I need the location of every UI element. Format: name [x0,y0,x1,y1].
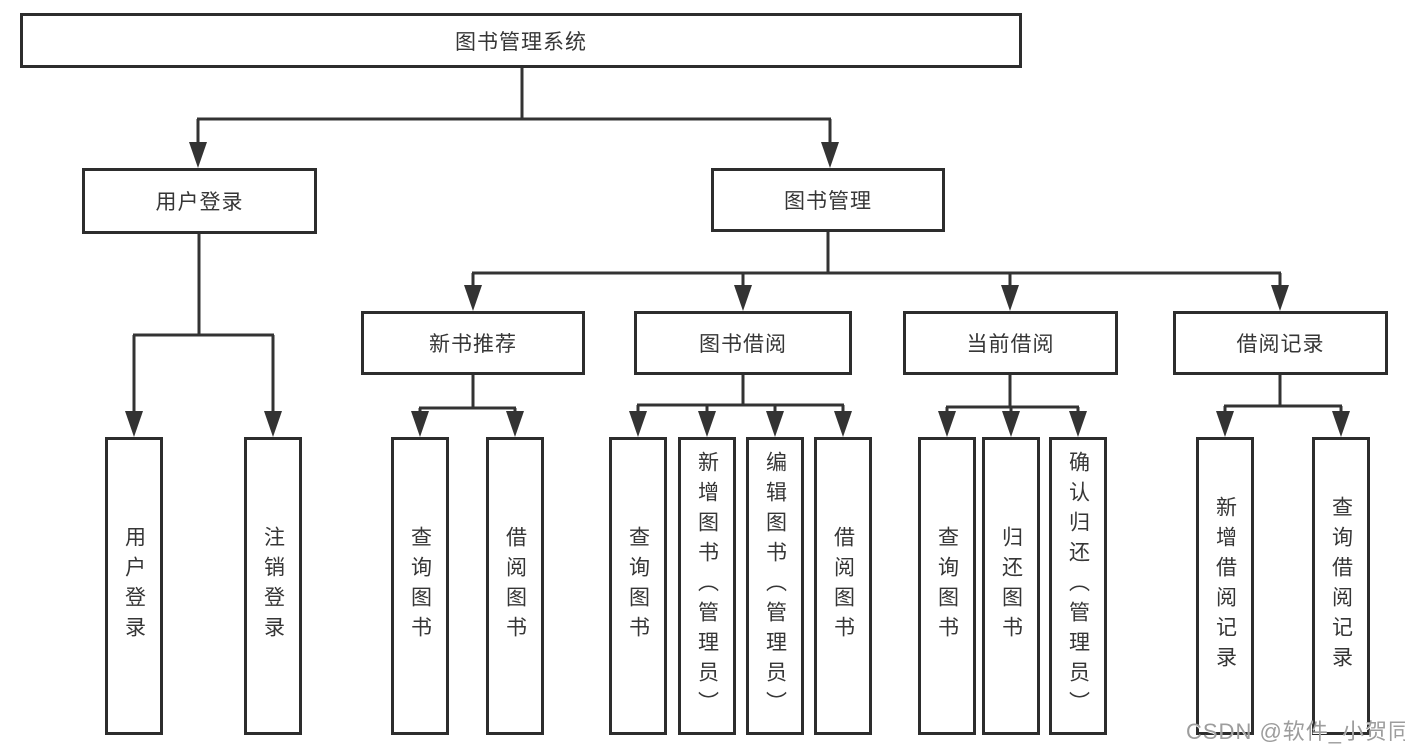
node-label: 借阅图书 [503,526,527,646]
arrow-down-icon [125,411,143,437]
node-label: 当前借阅 [966,333,1055,356]
node-leaf-borrow-books-1: 借阅图书 [486,437,544,735]
arrow-down-icon [1002,411,1020,437]
node-label: 查询借阅记录 [1329,496,1353,676]
node-leaf-query-borrow-record: 查询借阅记录 [1312,437,1370,735]
arrow-down-icon [1069,411,1087,437]
tree-edges [132,68,1343,416]
node-library-management-system: 图书管理系统 [20,13,1022,68]
node-label: 查询图书 [626,526,650,646]
node-leaf-logout: 注销登录 [244,437,302,735]
arrow-down-icon [411,411,429,437]
node-leaf-return-book: 归还图书 [982,437,1040,735]
arrow-down-icon [1332,411,1350,437]
node-label: 借阅图书 [831,526,855,646]
node-leaf-query-books-3: 查询图书 [918,437,976,735]
node-book-management: 图书管理 [711,168,945,232]
node-leaf-add-borrow-record: 新增借阅记录 [1196,437,1254,735]
arrowheads [125,142,1350,437]
csdn-watermark: CSDN @软件_小贺同学 [1186,719,1405,744]
node-label: 查询图书 [408,526,432,646]
node-current-borrowing: 当前借阅 [903,311,1118,375]
node-leaf-confirm-return-admin: 确认归还（管理员） [1049,437,1107,735]
node-leaf-edit-book-admin: 编辑图书（管理员） [746,437,804,735]
node-label: 新增借阅记录 [1213,496,1237,676]
node-label: 查询图书 [935,526,959,646]
node-label: 注销登录 [261,526,285,646]
node-book-borrowing: 图书借阅 [634,311,852,375]
arrow-down-icon [1001,285,1019,311]
node-leaf-add-book-admin: 新增图书（管理员） [678,437,736,735]
node-label: 归还图书 [999,526,1023,646]
arrow-down-icon [821,142,839,168]
node-label: 图书管理 [784,190,872,213]
node-leaf-borrow-books-2: 借阅图书 [814,437,872,735]
node-label: 图书借阅 [699,333,787,356]
arrow-down-icon [189,142,207,168]
arrow-down-icon [698,411,716,437]
arrow-down-icon [834,411,852,437]
node-label: 确认归还（管理员） [1066,451,1090,721]
node-label: 新增图书（管理员） [695,451,719,721]
arrow-down-icon [1271,285,1289,311]
arrow-down-icon [938,411,956,437]
node-leaf-query-books-2: 查询图书 [609,437,667,735]
arrow-down-icon [264,411,282,437]
node-label: 图书管理系统 [455,30,587,54]
node-leaf-user-login: 用户登录 [105,437,163,735]
arrow-down-icon [629,411,647,437]
node-borrow-records: 借阅记录 [1173,311,1388,375]
node-label: 用户登录 [122,526,146,646]
node-label: 用户登录 [155,191,244,214]
arrow-down-icon [464,285,482,311]
node-user-login: 用户登录 [82,168,317,234]
arrow-down-icon [1216,411,1234,437]
node-label: 新书推荐 [429,333,517,356]
node-label: 编辑图书（管理员） [763,451,787,721]
node-label: 借阅记录 [1236,333,1325,356]
node-leaf-query-books-1: 查询图书 [391,437,449,735]
arrow-down-icon [766,411,784,437]
arrow-down-icon [734,285,752,311]
arrow-down-icon [506,411,524,437]
node-new-book-recommend: 新书推荐 [361,311,585,375]
